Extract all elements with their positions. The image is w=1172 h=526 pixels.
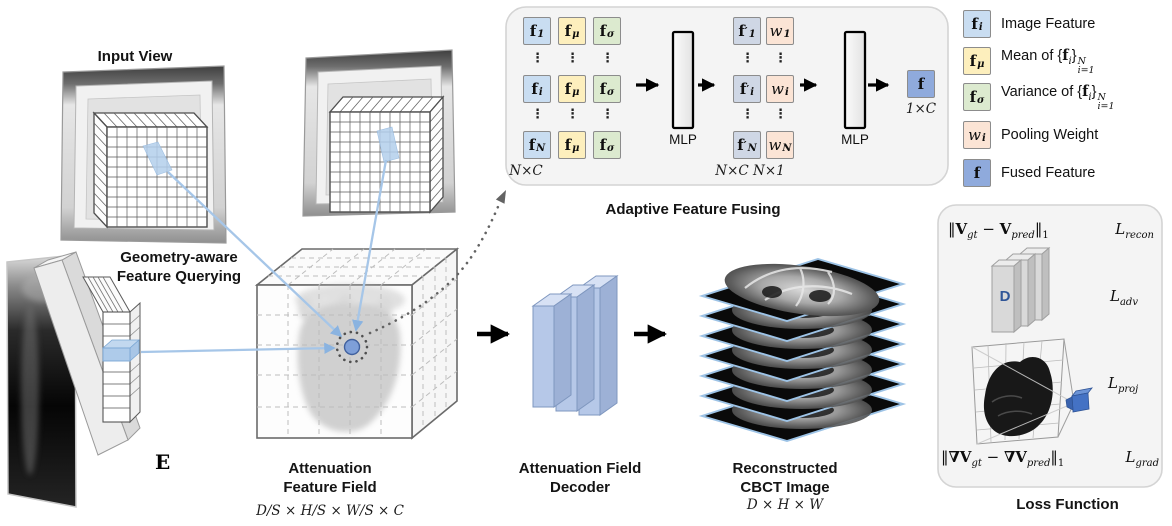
legend-cell-f: f xyxy=(963,159,991,187)
ellipsis: ⋮ xyxy=(566,51,579,66)
recon-formula: ‖Vgt − Vpred‖1 xyxy=(948,220,1049,241)
loss-adv-tag: Ladv xyxy=(1110,287,1138,308)
cbct-dims: D × H × W xyxy=(746,497,824,513)
loss-title: Loss Function xyxy=(1016,496,1119,513)
input-view-1 xyxy=(60,65,227,244)
mlp-label-2: MLP xyxy=(841,132,869,147)
dotted-zoom-arrow xyxy=(368,190,506,335)
dims-nxc-nx1: N×C N×1 xyxy=(715,163,785,179)
mlp-label-1: MLP xyxy=(669,132,697,147)
ellipsis: ⋮ xyxy=(531,107,544,122)
geometry-querying-line1: Geometry-aware xyxy=(120,249,238,266)
query-point xyxy=(335,330,369,364)
query-beam-1 xyxy=(142,141,173,176)
aff-dims: D/S × H/S × W/S × C xyxy=(256,503,404,519)
legend-item-fused-feature: f Fused Feature xyxy=(963,159,1095,187)
cbct-caption-line2: CBCT Image xyxy=(740,479,830,496)
legend-text: Fused Feature xyxy=(1001,165,1096,181)
adaptive-fusing-title: Adaptive Feature Fusing xyxy=(605,201,781,218)
ellipsis: ⋮ xyxy=(601,107,614,122)
ellipsis: ⋮ xyxy=(566,107,579,122)
geometry-querying-label: Geometry-aware Feature Querying xyxy=(93,248,265,286)
dims-1xc: 1×C xyxy=(905,101,937,117)
cell-fprimei: f′i xyxy=(733,75,761,103)
decoder-blocks xyxy=(531,275,619,416)
mlp-bars xyxy=(671,30,867,130)
ellipsis: ⋮ xyxy=(741,107,754,122)
cbct-slice-stack xyxy=(698,258,907,442)
cbct-caption: Reconstructed CBCT Image xyxy=(690,459,880,497)
flow-arrows xyxy=(477,78,890,344)
aff-caption-line2: Feature Field xyxy=(283,479,377,496)
dims-nxc: N×C xyxy=(509,163,543,179)
legend-text: Pooling Weight xyxy=(1001,127,1099,143)
loss-grad-row: ‖∇Vgt − ∇Vpred‖1 Lgrad xyxy=(941,448,1159,469)
decoder-caption-line1: Attenuation Field xyxy=(518,460,642,477)
queried-feature-cell-highlight xyxy=(101,339,141,362)
cell-fused: f xyxy=(907,70,935,98)
ellipsis: ⋮ xyxy=(601,51,614,66)
ellipsis: ⋮ xyxy=(741,51,754,66)
discriminator-icon xyxy=(990,246,1051,334)
cbct-slice-top xyxy=(698,258,907,322)
grad-formula: ‖∇Vgt − ∇Vpred‖1 xyxy=(941,448,1065,469)
cell-fprime1: f′1 xyxy=(733,17,761,45)
aff-caption-line1: Attenuation xyxy=(288,460,372,477)
attenuation-feature-field-caption: Attenuation Feature Field xyxy=(230,459,430,497)
decoder-caption: Attenuation Field Decoder xyxy=(480,459,680,497)
ellipsis: ⋮ xyxy=(774,51,787,66)
loss-recon-row: ‖Vgt − Vpred‖1 Lrecon xyxy=(948,220,1154,241)
query-beam-2 xyxy=(376,126,400,163)
loss-proj-tag: Lproj xyxy=(1108,374,1139,395)
feature-column xyxy=(82,276,141,424)
decoder-caption-line2: Decoder xyxy=(549,479,611,496)
loss-recon-tag: Lrecon xyxy=(1115,220,1154,241)
encoder-label: E xyxy=(155,450,171,474)
attenuation-feature-field-cube xyxy=(254,247,460,440)
projection-loss-icon xyxy=(971,338,1093,445)
query-rays xyxy=(140,159,388,354)
mlp-bar-2 xyxy=(843,30,867,130)
ellipsis: ⋮ xyxy=(531,51,544,66)
feature-grid-2 xyxy=(328,95,445,214)
ellipsis: ⋮ xyxy=(774,107,787,122)
legend-text: Image Feature xyxy=(1001,16,1096,32)
mlp-bar-1 xyxy=(671,30,695,130)
geometry-querying-line2: Feature Querying xyxy=(116,268,242,285)
loss-grad-tag: Lgrad xyxy=(1125,448,1159,469)
input-view-label: Input View xyxy=(97,48,173,65)
cell-fprimeN: f′N xyxy=(733,131,761,159)
camera-icon xyxy=(1065,387,1093,413)
input-view-2 xyxy=(302,49,456,217)
feature-grid-1 xyxy=(92,111,209,229)
jaw-volume xyxy=(295,284,405,432)
discriminator-label: D xyxy=(999,288,1011,305)
cbct-caption-line1: Reconstructed xyxy=(732,460,838,477)
